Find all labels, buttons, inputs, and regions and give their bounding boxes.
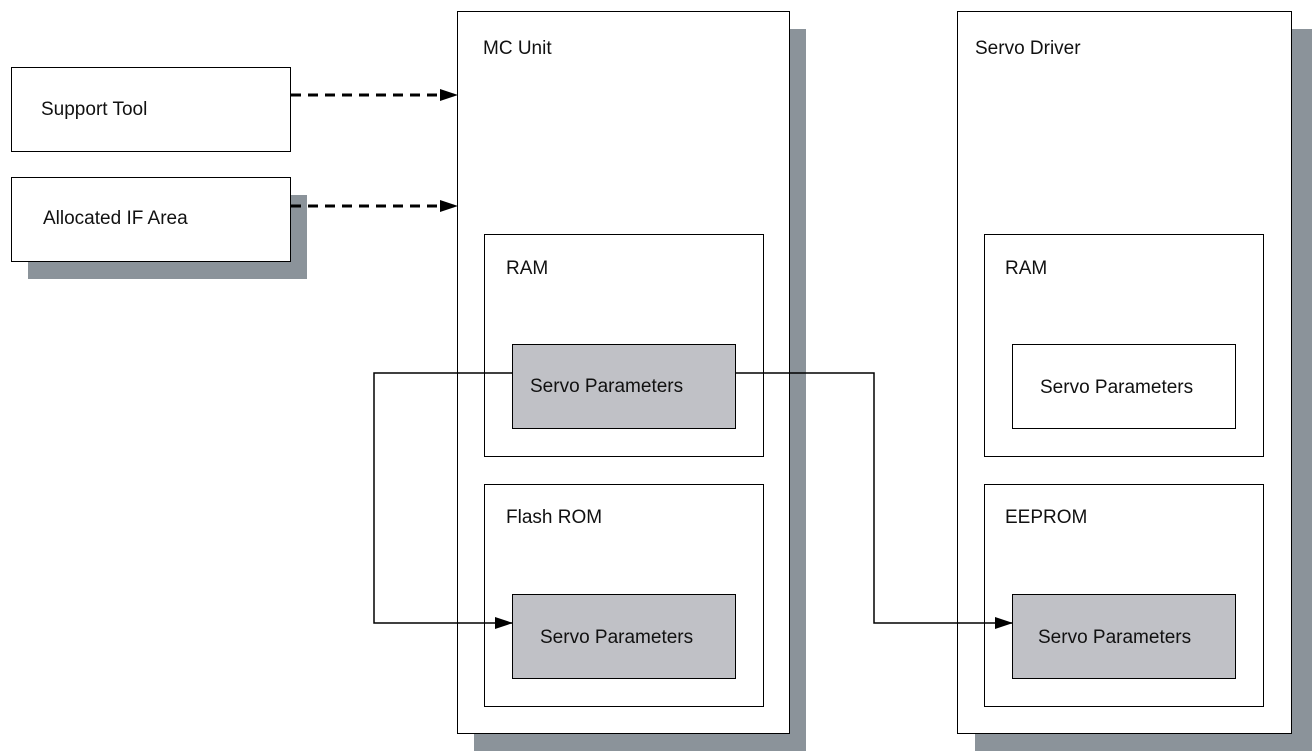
sd-ram-title: RAM <box>1005 258 1048 279</box>
mc-flash-rom-servo-parameters: Servo Parameters <box>512 594 736 679</box>
servo-driver-title: Servo Driver <box>975 38 1081 59</box>
allocated-if-area-label: Allocated IF Area <box>43 208 188 229</box>
sd-ram-servo-parameters: Servo Parameters <box>1012 344 1236 429</box>
mc-ram-servo-parameters-label: Servo Parameters <box>530 376 684 397</box>
sd-eeprom-servo-parameters-label: Servo Parameters <box>1038 627 1192 648</box>
sd-ram-servo-parameters-label: Servo Parameters <box>1040 377 1194 398</box>
mc-flash-rom-servo-parameters-label: Servo Parameters <box>540 627 694 648</box>
mc-flash-rom-title: Flash ROM <box>506 507 603 528</box>
sd-eeprom-servo-parameters: Servo Parameters <box>1012 594 1236 679</box>
ram-to-eeprom-arrow <box>736 372 1013 629</box>
mc-ram-servo-parameters: Servo Parameters <box>512 344 736 429</box>
support-tool-label: Support Tool <box>41 99 148 120</box>
mc-ram-title: RAM <box>506 258 549 279</box>
ram-to-flash-rom-arrow <box>373 372 513 629</box>
mc-unit-title: MC Unit <box>483 38 552 59</box>
support-tool-box: Support Tool <box>11 67 291 152</box>
sd-eeprom-title: EEPROM <box>1005 507 1088 528</box>
allocated-if-area-box: Allocated IF Area <box>11 177 291 262</box>
